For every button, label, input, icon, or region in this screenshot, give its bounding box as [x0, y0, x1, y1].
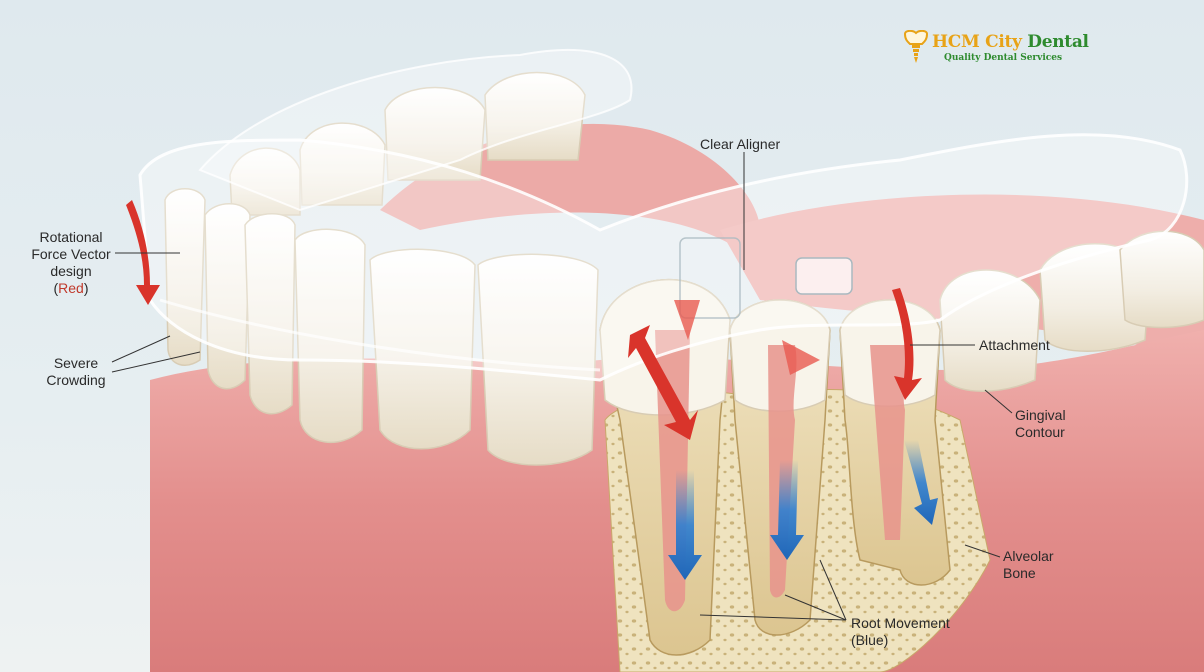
right-molars — [939, 230, 1204, 392]
label-alveolar-bone: Alveolar Bone — [1003, 548, 1054, 581]
front-teeth — [164, 188, 599, 466]
back-teeth — [229, 71, 586, 216]
rotation-marker-2 — [782, 340, 820, 375]
rotation-marker-1 — [674, 300, 700, 340]
label-gingival-contour: Gingival Contour — [1015, 407, 1066, 440]
tooth-implant-icon — [903, 30, 929, 63]
root-movement-arrows — [668, 440, 938, 580]
aligner-window — [679, 237, 741, 319]
label-severe-crowding: Severe Crowding — [46, 355, 106, 388]
label-root-movement: Root Movement (Blue) — [851, 615, 950, 648]
label-attachment: Attachment — [979, 337, 1050, 353]
label-rotational-force-vector: Rotational Force Vector design (Red) — [31, 229, 111, 296]
brand-tagline: Quality Dental Services — [944, 53, 1063, 63]
aligner-edge — [159, 298, 601, 372]
attachment-block — [795, 257, 853, 295]
brand-logo: HCM City Dental Quality Dental Services — [902, 30, 1089, 70]
front-aligner-tray — [138, 133, 1189, 382]
cutaway-tooth-3 — [839, 299, 951, 586]
brand-name: HCM City Dental — [932, 32, 1089, 52]
leader-lines — [111, 152, 1013, 621]
label-clear-aligner: Clear Aligner — [700, 136, 781, 152]
back-aligner-tray — [198, 49, 633, 212]
